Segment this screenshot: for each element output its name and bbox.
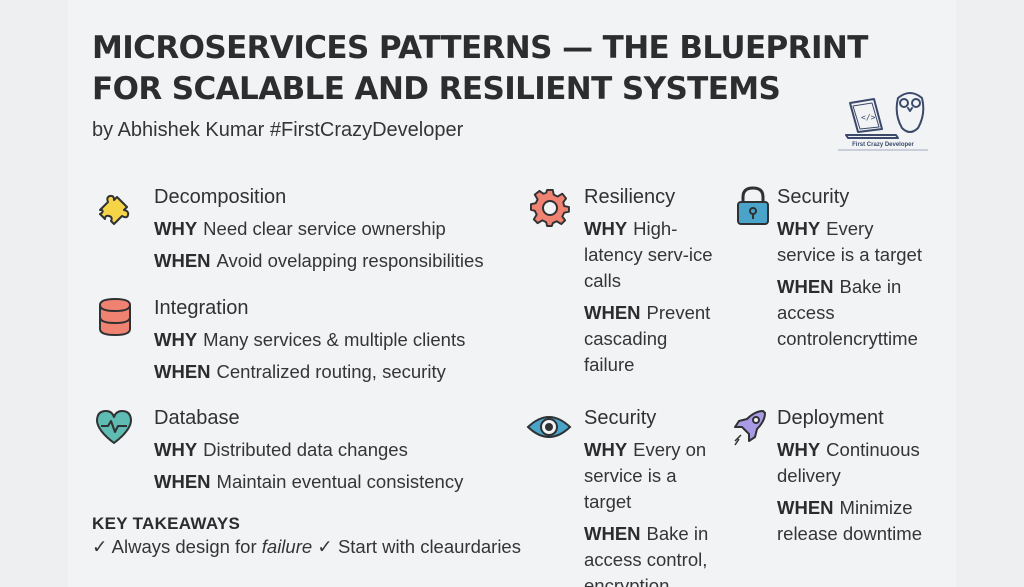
laptop-owl-icon: </> bbox=[845, 92, 925, 139]
key-takeaways: KEY TAKEAWAYS ✓ Always design for failur… bbox=[92, 514, 521, 558]
rocket-icon bbox=[734, 410, 766, 446]
logo-name: First Crazy Developer bbox=[852, 142, 914, 148]
page-title: MICROSERVICES PATTERNS — THE BLUEPRINT F… bbox=[92, 28, 912, 110]
takeaways-line: ✓ Always design for failure ✓ Start with… bbox=[92, 536, 521, 557]
title-line-1: MICROSERVICES PATTERNS — THE BLUEPRINT bbox=[92, 30, 868, 66]
heart-pulse-icon bbox=[96, 410, 132, 444]
section-title: Deployment bbox=[777, 407, 884, 429]
byline: by Abhishek Kumar #FirstCrazyDeveloper bbox=[92, 119, 464, 141]
lock-icon bbox=[737, 186, 769, 225]
gear-icon bbox=[530, 188, 570, 227]
section-title: Decomposition bbox=[154, 186, 287, 208]
infographic-panel bbox=[68, 0, 956, 587]
section-title: Resiliency bbox=[584, 186, 676, 208]
section-title: Database bbox=[154, 407, 240, 429]
brand-logo: </> First Crazy Developer bbox=[838, 88, 928, 156]
svg-text:</>: </> bbox=[861, 113, 876, 122]
title-line-2: FOR SCALABLE AND RESILIENT SYSTEMS bbox=[92, 71, 781, 107]
eye-icon bbox=[526, 416, 572, 438]
section-title: Integration bbox=[154, 297, 249, 319]
takeaways-heading: KEY TAKEAWAYS bbox=[92, 514, 241, 533]
section-title: Security bbox=[777, 186, 850, 208]
puzzle-icon bbox=[99, 194, 130, 225]
check-icon: ✓ bbox=[317, 536, 333, 557]
section-title: Security bbox=[584, 407, 657, 429]
check-icon: ✓ bbox=[92, 536, 108, 557]
database-icon bbox=[99, 297, 131, 337]
logo-tagline bbox=[838, 149, 928, 151]
